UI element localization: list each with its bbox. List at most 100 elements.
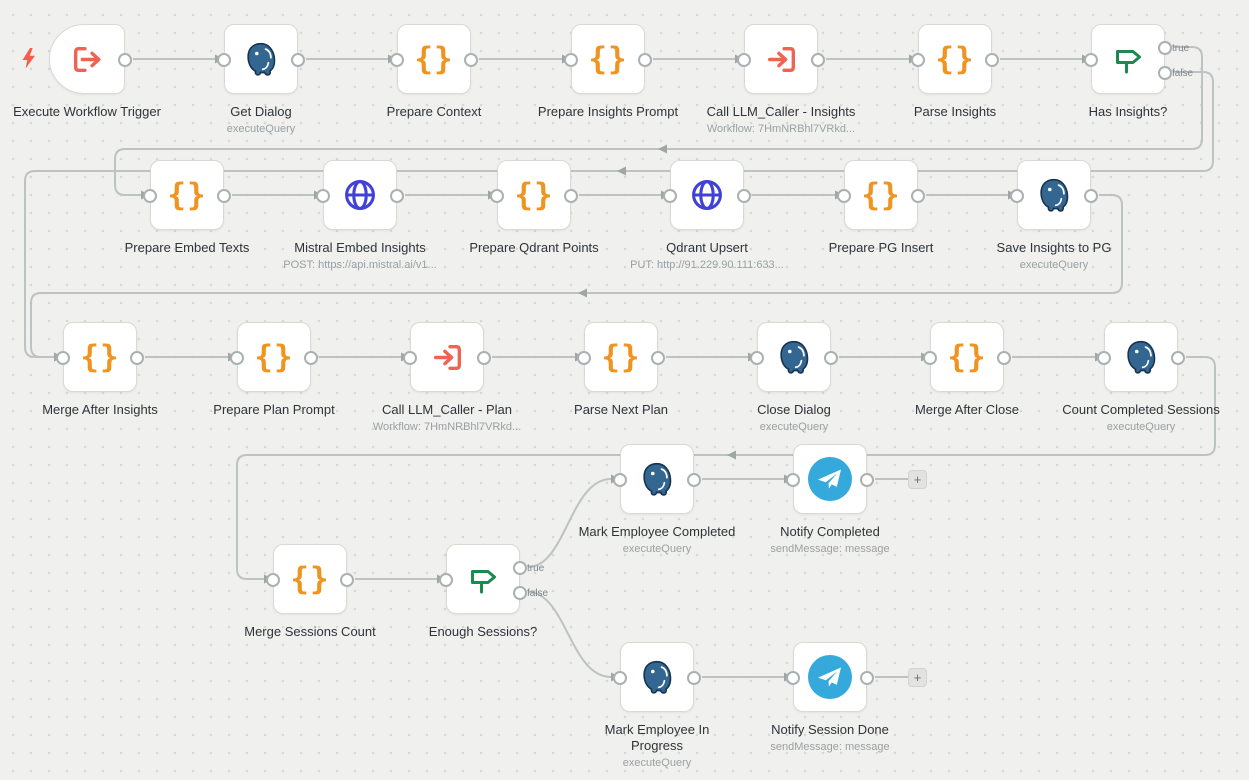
input-port[interactable] — [56, 351, 70, 365]
node-prepare-plan-prompt[interactable]: {}Prepare Plan Prompt — [213, 322, 335, 417]
input-port[interactable] — [923, 351, 937, 365]
input-port[interactable] — [490, 189, 504, 203]
node-prepare-embed-texts[interactable]: {}Prepare Embed Texts — [125, 160, 249, 255]
input-port[interactable] — [217, 53, 231, 67]
postgresql-icon — [643, 462, 672, 496]
node-subtitle: executeQuery — [759, 420, 829, 433]
input-port[interactable] — [403, 351, 417, 365]
input-port[interactable] — [266, 573, 280, 587]
output-port-true[interactable] — [513, 561, 527, 575]
node-prepare-qdrant-points[interactable]: {}Prepare Qdrant Points — [469, 160, 599, 255]
output-port[interactable] — [911, 189, 925, 203]
output-port[interactable] — [687, 671, 701, 685]
output-port[interactable] — [638, 53, 652, 67]
input-port[interactable] — [663, 189, 677, 203]
node-prepare-pg-insert[interactable]: {}Prepare PG Insert — [829, 160, 933, 255]
output-port[interactable] — [1084, 189, 1098, 203]
node-parse-insights[interactable]: {}Parse Insights — [911, 24, 999, 119]
edge[interactable] — [236, 356, 1216, 580]
output-port[interactable] — [824, 351, 838, 365]
node-prepare-insights-prompt[interactable]: {}Prepare Insights Prompt — [538, 24, 678, 119]
node-subtitle: PUT: http://91.229.90.111:633... — [630, 258, 784, 271]
input-port[interactable] — [1097, 351, 1111, 365]
add-node-button[interactable]: + — [908, 470, 927, 489]
node-label: Prepare Qdrant Points — [469, 240, 599, 255]
input-port[interactable] — [439, 573, 453, 587]
postgresql-icon — [643, 660, 672, 694]
input-port[interactable] — [390, 53, 404, 67]
output-port[interactable] — [304, 351, 318, 365]
input-port[interactable] — [737, 53, 751, 67]
output-port[interactable] — [130, 351, 144, 365]
edge[interactable] — [30, 194, 1123, 358]
input-port[interactable] — [230, 351, 244, 365]
output-port[interactable] — [564, 189, 578, 203]
node-subtitle: executeQuery — [226, 122, 296, 135]
input-port[interactable] — [786, 671, 800, 685]
node-merge-after-insights[interactable]: {}Merge After Insights — [42, 322, 158, 417]
output-port[interactable] — [477, 351, 491, 365]
input-port[interactable] — [564, 53, 578, 67]
input-port[interactable] — [613, 473, 627, 487]
output-port[interactable] — [291, 53, 305, 67]
input-port[interactable] — [750, 351, 764, 365]
output-port[interactable] — [217, 189, 231, 203]
node-label: Save Insights to PG — [996, 240, 1112, 255]
input-port[interactable] — [613, 671, 627, 685]
input-port[interactable] — [1084, 53, 1098, 67]
node-merge-after-close[interactable]: {}Merge After Close — [915, 322, 1019, 417]
output-port-false[interactable] — [1158, 66, 1172, 80]
input-port[interactable] — [911, 53, 925, 67]
node-label: Execute Workflow Trigger — [13, 104, 161, 119]
output-port[interactable] — [811, 53, 825, 67]
execute-workflow-icon — [767, 46, 795, 72]
http-globe-icon — [692, 180, 722, 210]
input-port[interactable] — [577, 351, 591, 365]
input-port[interactable] — [316, 189, 330, 203]
input-port[interactable] — [786, 473, 800, 487]
input-port[interactable] — [1010, 189, 1024, 203]
output-port[interactable] — [860, 473, 874, 487]
node-prepare-context[interactable]: {}Prepare Context — [387, 24, 481, 119]
output-port[interactable] — [737, 189, 751, 203]
output-port[interactable] — [340, 573, 354, 587]
port-label-true: true — [527, 563, 545, 574]
output-port-true[interactable] — [1158, 41, 1172, 55]
output-port[interactable] — [687, 473, 701, 487]
edge[interactable] — [527, 591, 612, 678]
node-execute-workflow-trigger[interactable]: Execute Workflow Trigger — [13, 24, 161, 119]
node-label: Call LLM_Caller - Plan — [381, 402, 513, 417]
node-parse-next-plan[interactable]: {}Parse Next Plan — [574, 322, 668, 417]
output-port[interactable] — [390, 189, 404, 203]
output-port[interactable] — [985, 53, 999, 67]
output-port[interactable] — [651, 351, 665, 365]
output-port-false[interactable] — [513, 586, 527, 600]
output-port[interactable] — [860, 671, 874, 685]
output-port[interactable] — [464, 53, 478, 67]
output-port[interactable] — [118, 53, 132, 67]
edge[interactable] — [527, 478, 612, 568]
input-port[interactable] — [143, 189, 157, 203]
code-icon: {} — [290, 561, 330, 597]
output-port[interactable] — [997, 351, 1011, 365]
add-node-button[interactable]: + — [908, 668, 927, 687]
output-port[interactable] — [1171, 351, 1185, 365]
input-port[interactable] — [837, 189, 851, 203]
postgresql-icon — [1040, 178, 1069, 212]
node-merge-sessions-count[interactable]: {}Merge Sessions Count — [244, 544, 376, 639]
